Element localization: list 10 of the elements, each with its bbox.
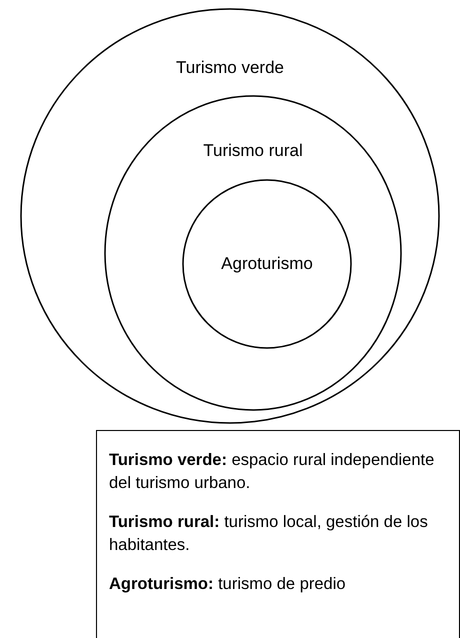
circle-label: Turismo verde	[174, 58, 285, 78]
set-circle	[182, 179, 352, 349]
definition-text: Turismo verde: espacio rural independiente del turismo urbano.	[109, 450, 436, 494]
circle-label: Agroturismo	[220, 254, 314, 274]
definition-panel	[96, 430, 460, 638]
set-circle	[104, 95, 402, 411]
set-circle	[20, 8, 440, 424]
definition-text: Turismo rural: turismo local, gestión de los habitantes.	[109, 512, 429, 556]
definition-text: Agroturismo: turismo de predio	[109, 574, 347, 595]
circle-label: Turismo rural	[202, 141, 304, 161]
